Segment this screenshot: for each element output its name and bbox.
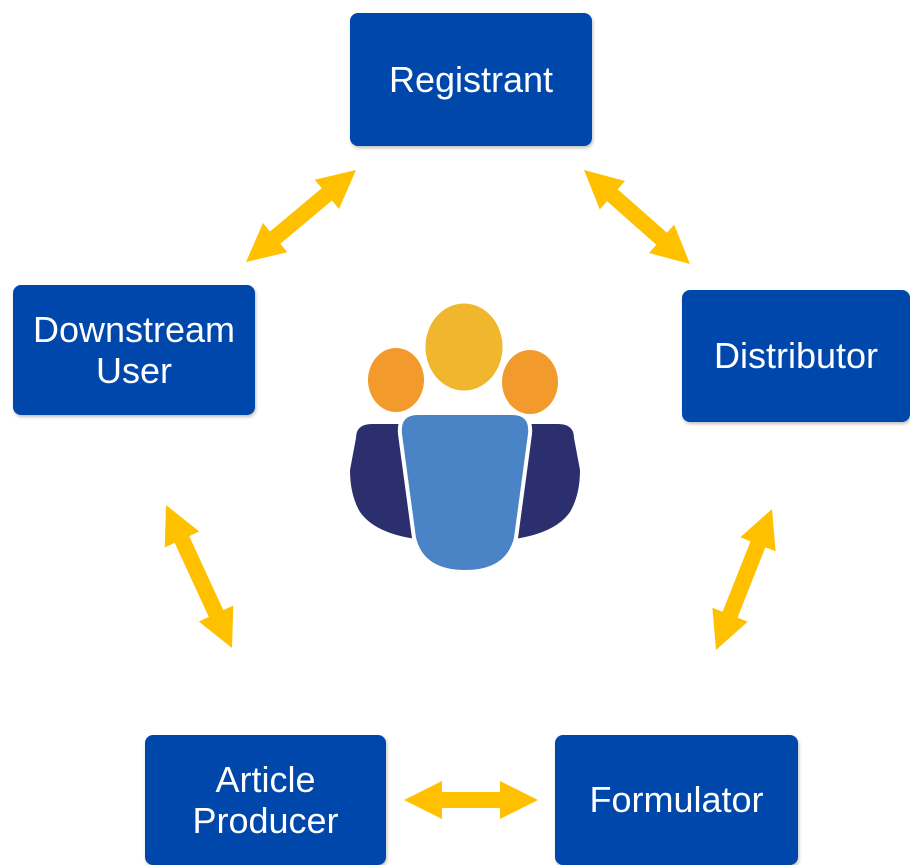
- node-article-producer-line2: Producer: [192, 800, 339, 841]
- arrow-registrant-downstream-icon: [246, 170, 356, 262]
- arrow-distributor-formulator-icon: [712, 509, 776, 650]
- node-distributor-label: Distributor: [713, 335, 879, 377]
- arrow-registrant-distributor-icon: [584, 170, 690, 264]
- arrow-article-formulator-icon: [404, 781, 538, 819]
- center-body: [397, 411, 533, 575]
- node-downstream-user-line1: Downstream: [32, 308, 236, 350]
- arrows-layer: [164, 170, 776, 819]
- people-group-icon: [350, 300, 580, 575]
- node-downstream-user: Downstream User: [13, 285, 255, 415]
- node-formulator: Formulator: [555, 735, 798, 865]
- node-downstream-user-line2: User: [95, 350, 172, 391]
- node-formulator-label: Formulator: [589, 779, 764, 821]
- center-head: [422, 300, 506, 394]
- node-article-producer-line1: Article: [215, 758, 316, 800]
- side-head-right: [502, 350, 558, 414]
- node-registrant: Registrant: [350, 13, 592, 146]
- node-article-producer: Article Producer: [145, 735, 386, 865]
- arrow-downstream-article-icon: [164, 505, 234, 648]
- side-head-left: [368, 348, 424, 412]
- node-distributor: Distributor: [682, 290, 910, 422]
- node-registrant-label: Registrant: [388, 58, 554, 100]
